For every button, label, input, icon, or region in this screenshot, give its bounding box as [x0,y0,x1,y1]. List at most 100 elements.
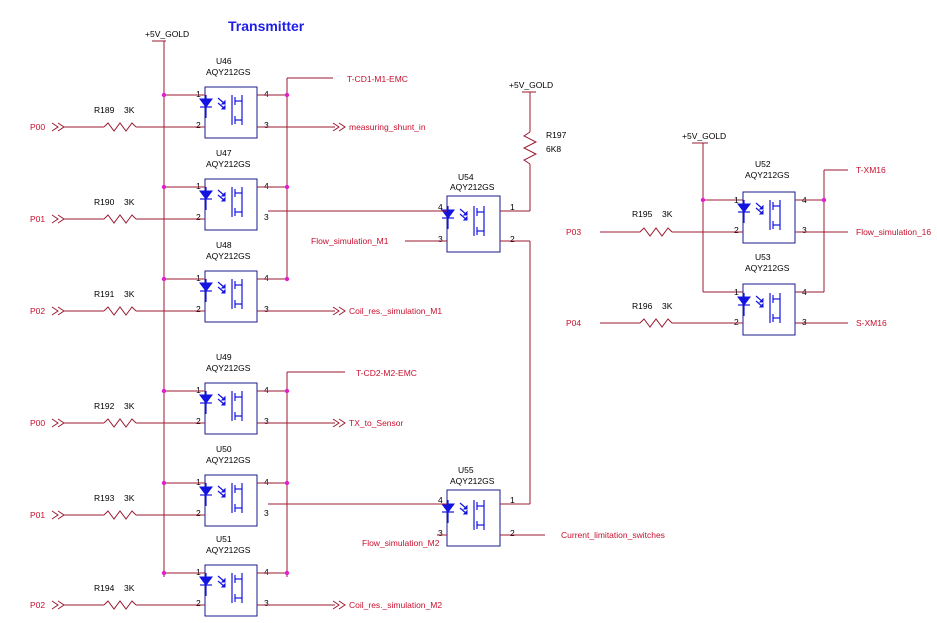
svg-text:T-XM16: T-XM16 [856,165,886,175]
svg-text:AQY212GS: AQY212GS [745,263,790,273]
supply-label-left: +5V_GOLD [145,29,189,39]
net-flow-m2: Flow_simulation_M2 [362,538,440,548]
part-u46: AQY212GS [206,67,251,77]
pin-number: 2 [196,304,201,314]
part-u50: AQY212GS [206,455,251,465]
pin-number: 3 [264,212,269,222]
u54-part: AQY212GS [450,182,495,192]
net-tcd1: T-CD1-M1-EMC [347,74,408,84]
resistor-ref: R190 [94,197,115,207]
part-u49: AQY212GS [206,363,251,373]
schematic-title: Transmitter [228,18,305,34]
u54-ref: U54 [458,172,474,182]
svg-text:4: 4 [438,202,443,212]
pin-number: 2 [196,212,201,222]
resistor-ref: R191 [94,289,115,299]
port-label: P00 [30,122,45,132]
pin-number: 2 [196,598,201,608]
svg-text:2: 2 [734,225,739,235]
net-output: measuring_shunt_in [349,122,426,132]
svg-text:AQY212GS: AQY212GS [745,170,790,180]
svg-text:3K: 3K [662,209,673,219]
resistor-value: 3K [124,401,135,411]
resistor-ref: R194 [94,583,115,593]
ref-u51: U51 [216,534,232,544]
pin-number: 4 [264,385,269,395]
pin-number: 1 [196,181,201,191]
pin-number: 4 [264,477,269,487]
svg-text:+5V_GOLD: +5V_GOLD [682,131,726,141]
svg-text:6K8: 6K8 [546,144,561,154]
resistor-value: 3K [124,493,135,503]
right-opto-group: +5V_GOLD U52 AQY212GS 1 2 4 3 U53 AQY212… [566,131,931,336]
svg-text:1: 1 [734,195,739,205]
ref-u47: U47 [216,148,232,158]
svg-text:3: 3 [438,234,443,244]
pin-number: 2 [196,120,201,130]
svg-text:4: 4 [438,495,443,505]
ref-u49: U49 [216,352,232,362]
svg-text:2: 2 [734,317,739,327]
net-current-limit: Current_limitation_switches [561,530,665,540]
net-tcd2: T-CD2-M2-EMC [356,368,417,378]
pin-number: 4 [264,273,269,283]
part-u48: AQY212GS [206,251,251,261]
svg-text:S-XM16: S-XM16 [856,318,887,328]
resistor-ref: R192 [94,401,115,411]
port-label: P00 [30,418,45,428]
pin-number: 1 [196,567,201,577]
svg-text:1: 1 [510,202,515,212]
svg-text:3K: 3K [662,301,673,311]
part-u47: AQY212GS [206,159,251,169]
pin-number: 4 [264,567,269,577]
pin-number: 4 [264,89,269,99]
pin-number: 1 [196,385,201,395]
net-flow-m1: Flow_simulation_M1 [311,236,389,246]
port-label: P01 [30,214,45,224]
resistor-value: 3K [124,289,135,299]
u55-ref: U55 [458,465,474,475]
port-label: P02 [30,600,45,610]
resistor-value: 3K [124,583,135,593]
u55-part: AQY212GS [450,476,495,486]
net-output: Coil_res._simulation_M2 [349,600,442,610]
svg-text:2: 2 [510,528,515,538]
pin-number: 3 [264,598,269,608]
resistor-value: 3K [124,105,135,115]
ref-u50: U50 [216,444,232,454]
svg-text:U52: U52 [755,159,771,169]
svg-text:R196: R196 [632,301,653,311]
u54-opto-relay: U54 AQY212GS 4 3 1 2 Flow_simulation_M1 [268,172,531,504]
svg-text:3: 3 [802,317,807,327]
svg-text:R197: R197 [546,130,567,140]
resistor-ref: R189 [94,105,115,115]
pin-number: 1 [196,89,201,99]
svg-text:P04: P04 [566,318,581,328]
net-output: TX_to_Sensor [349,418,404,428]
svg-text:R195: R195 [632,209,653,219]
svg-text:3: 3 [802,225,807,235]
supply-left: +5V_GOLD [145,29,189,577]
svg-text:P03: P03 [566,227,581,237]
part-u51: AQY212GS [206,545,251,555]
pin-number: 1 [196,477,201,487]
resistor-ref: R193 [94,493,115,503]
svg-text:U53: U53 [755,252,771,262]
port-label: P01 [30,510,45,520]
u55-opto-relay: U55 AQY212GS 4 3 1 2 Flow_simulation_M2 … [268,465,665,548]
pin-number: 1 [196,273,201,283]
svg-text:Flow_simulation_16: Flow_simulation_16 [856,227,931,237]
svg-text:1: 1 [510,495,515,505]
pin-number: 2 [196,416,201,426]
pin-number: 3 [264,120,269,130]
pin-number: 4 [264,181,269,191]
ref-u48: U48 [216,240,232,250]
